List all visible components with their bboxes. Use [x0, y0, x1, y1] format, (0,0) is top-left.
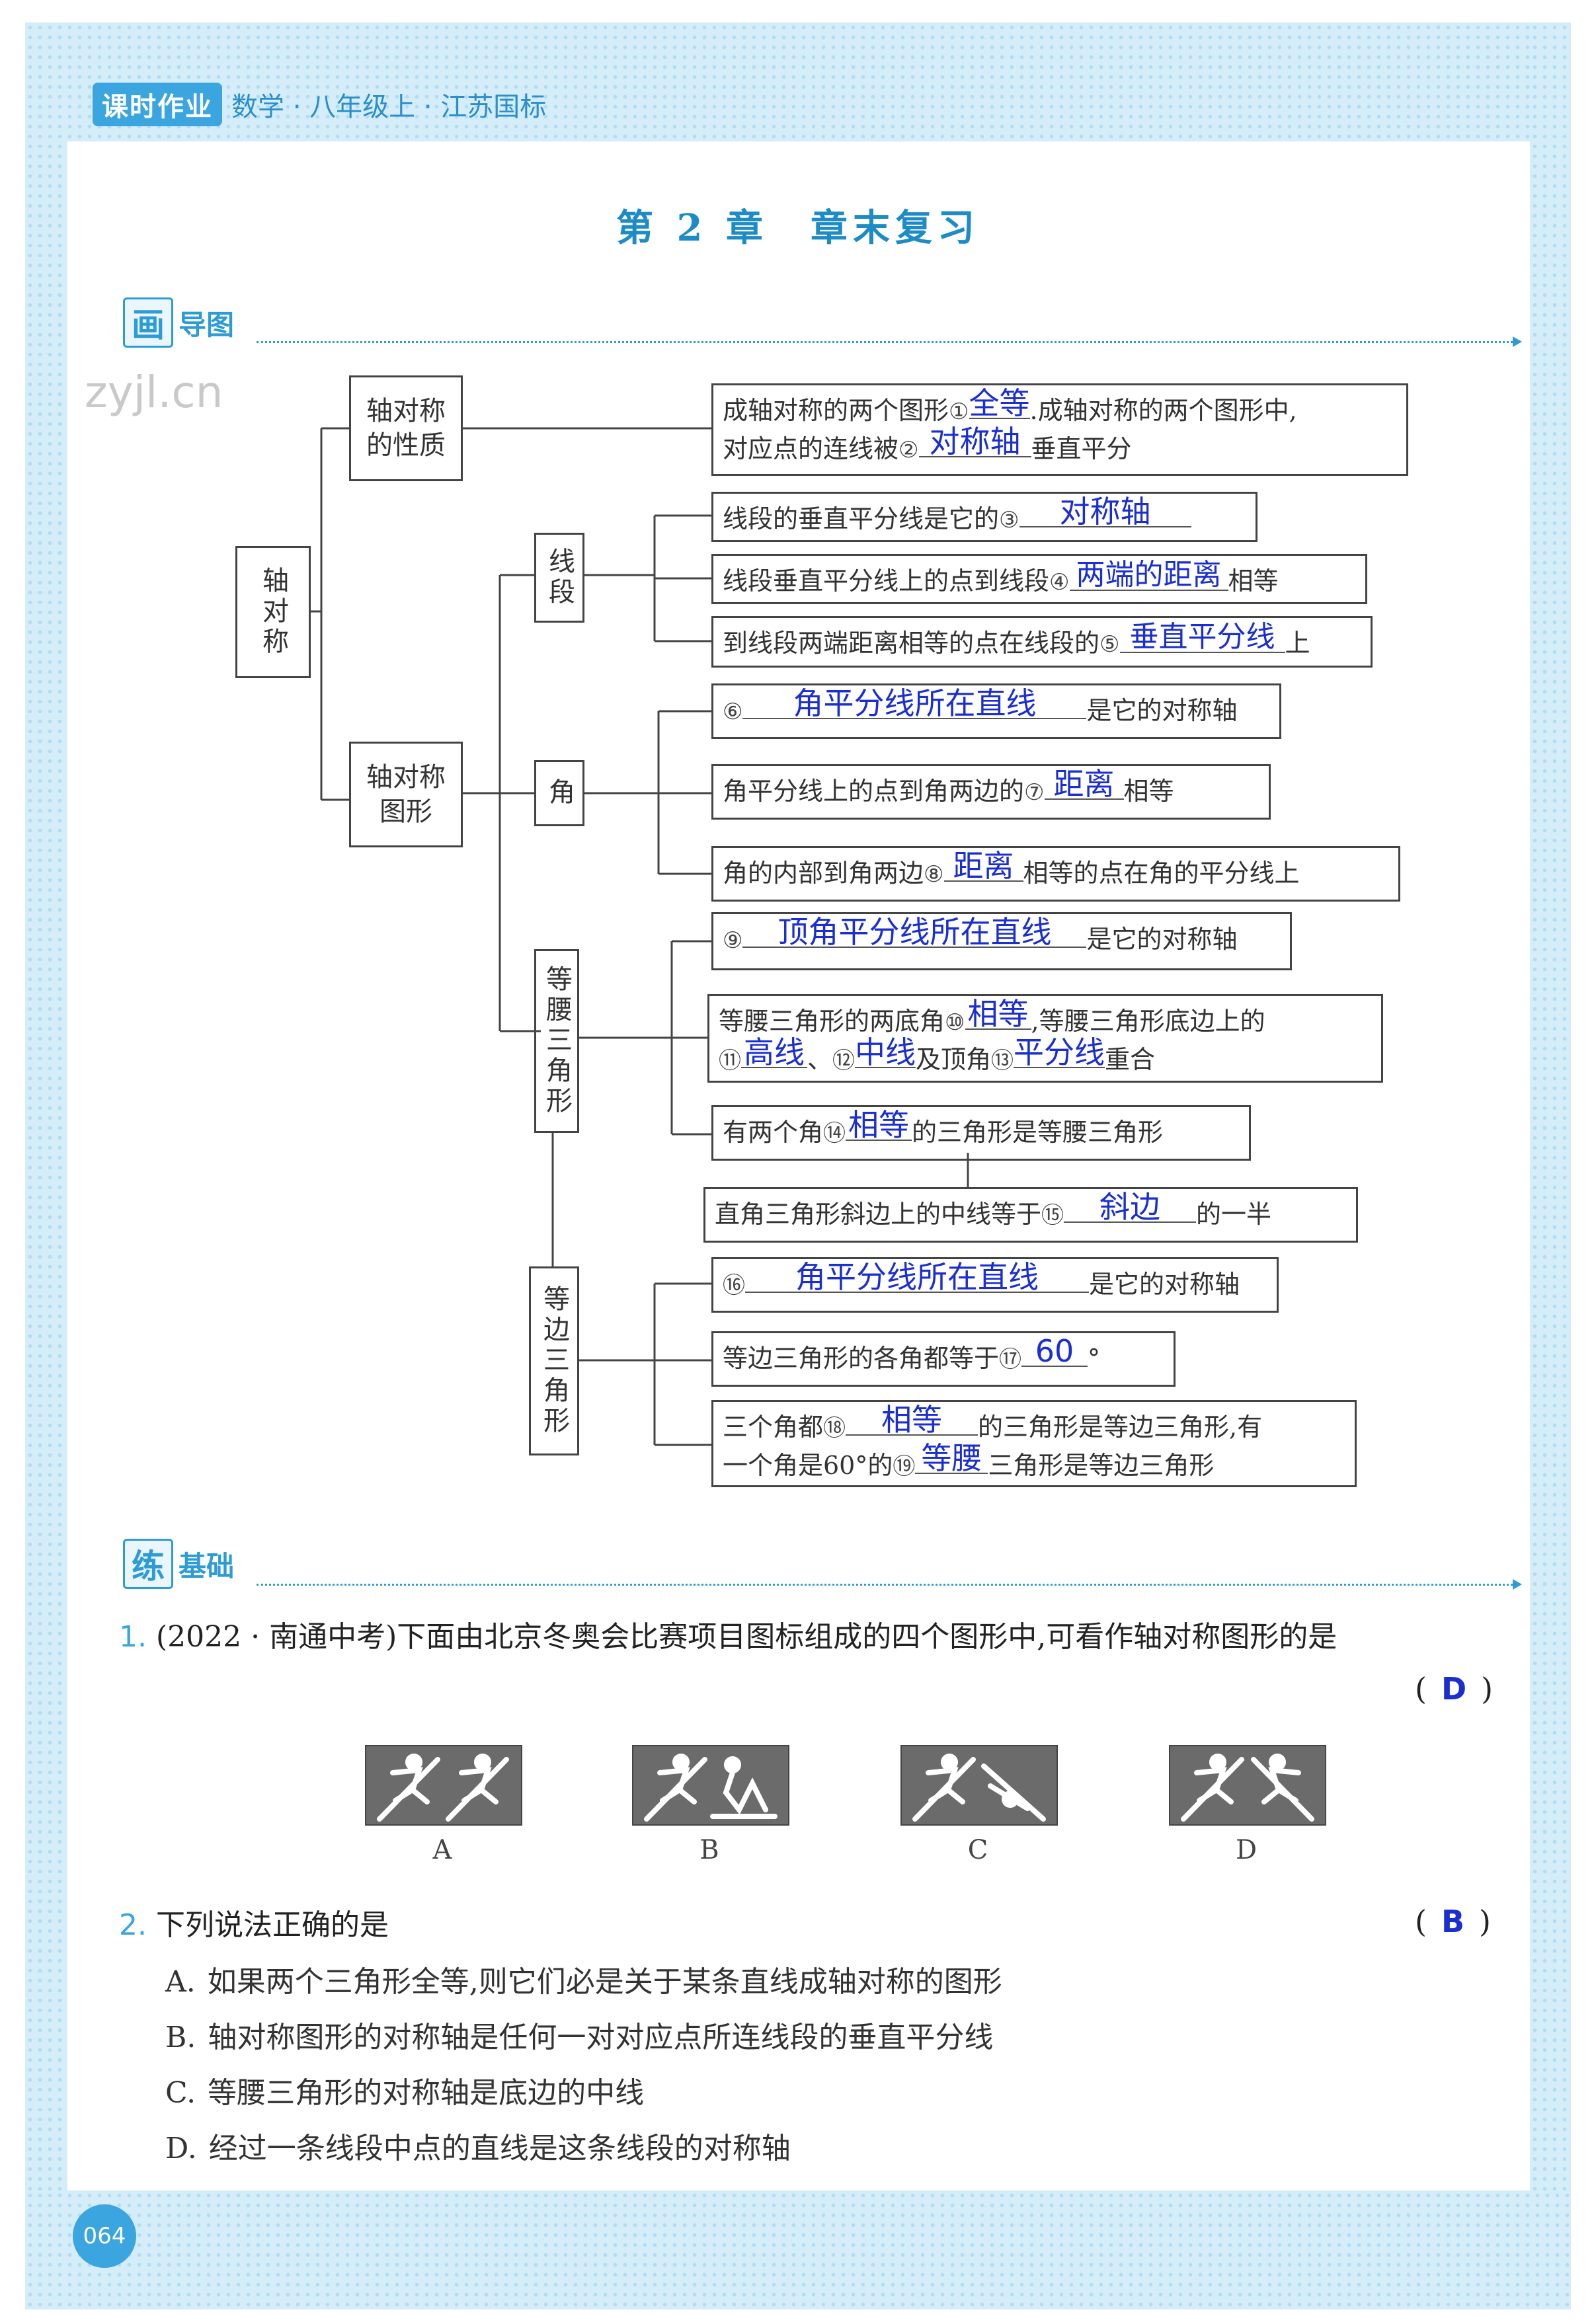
watermark: zyjl.cn	[85, 367, 223, 418]
winter-olympics-pictogram-icon	[1181, 1754, 1314, 1822]
node-figure: 轴对称图形	[349, 742, 463, 847]
root-node: 轴对称	[235, 546, 311, 678]
node-equilateral: 等边三角形	[529, 1266, 579, 1455]
section-divider	[257, 1584, 1513, 1586]
right-dot-band	[1530, 22, 1571, 2309]
mindmap-section-label: 导图	[179, 308, 235, 341]
mindmap-section-header: 画 导图	[123, 297, 234, 348]
node-isosceles: 等腰三角形	[534, 949, 579, 1133]
book-logo: 课时作业	[93, 83, 222, 126]
pictogram-a	[365, 1745, 522, 1826]
option-a: A.如果两个三角形全等,则它们必是关于某条直线成轴对称的图形	[165, 1965, 1002, 1999]
node-segment: 线段	[534, 533, 584, 623]
box-isosceles-properties: 等腰三角形的两底角⑩相等,等腰三角形底边上的 ⑪高线、⑫中线及顶角⑬平分线重合	[707, 994, 1383, 1083]
chapter-title: 第 2 章 章末复习	[616, 206, 980, 250]
question-2: 2.下列说法正确的是	[119, 1908, 389, 1942]
winter-olympics-pictogram-icon	[377, 1754, 509, 1822]
page-header: 课时作业 数学 · 八年级上 · 江苏国标	[93, 78, 546, 131]
arrow-right-icon	[1513, 1579, 1522, 1590]
pictogram-label-a: A	[432, 1835, 452, 1865]
option-b: B.轴对称图形的对称轴是任何一对对应点所连线段的垂直平分线	[165, 2021, 994, 2054]
subject-line: 数学 · 八年级上 · 江苏国标	[231, 92, 547, 122]
bottom-dot-band	[25, 2190, 1571, 2309]
left-dot-band	[25, 22, 67, 2309]
node-property: 轴对称的性质	[349, 375, 463, 481]
practice-icon: 练	[123, 1539, 173, 1589]
page-number: 064	[73, 2204, 136, 2268]
node-angle: 角	[534, 760, 584, 826]
option-d: D.经过一条线段中点的直线是这条线段的对称轴	[165, 2132, 791, 2165]
question-2-answer: (B)	[1415, 1904, 1491, 1939]
option-c: C.等腰三角形的对称轴是底边的中线	[165, 2076, 645, 2110]
pictogram-d	[1169, 1745, 1326, 1826]
winter-olympics-pictogram-icon	[912, 1754, 1046, 1822]
question-1: 1.(2022 · 南通中考)下面由北京冬奥会比赛项目图标组成的四个图形中,可看…	[119, 1620, 1337, 1654]
pictogram-label-d: D	[1235, 1835, 1257, 1865]
practice-section-header: 练 基础	[123, 1539, 234, 1589]
question-1-answer: (D)	[1415, 1671, 1494, 1707]
arrow-right-icon	[1513, 336, 1522, 347]
section-divider	[257, 341, 1513, 343]
pictogram-label-c: C	[967, 1835, 988, 1865]
pictogram-c	[900, 1745, 1058, 1826]
practice-section-label: 基础	[179, 1549, 235, 1582]
draw-icon: 画	[123, 297, 173, 348]
top-dot-band	[25, 22, 1571, 141]
pictogram-label-b: B	[699, 1835, 719, 1865]
winter-olympics-pictogram-icon	[644, 1754, 778, 1822]
pictogram-b	[632, 1745, 789, 1826]
box-isosceles-criterion: 有两个角⑭相等的三角形是等腰三角形	[711, 1105, 1251, 1161]
